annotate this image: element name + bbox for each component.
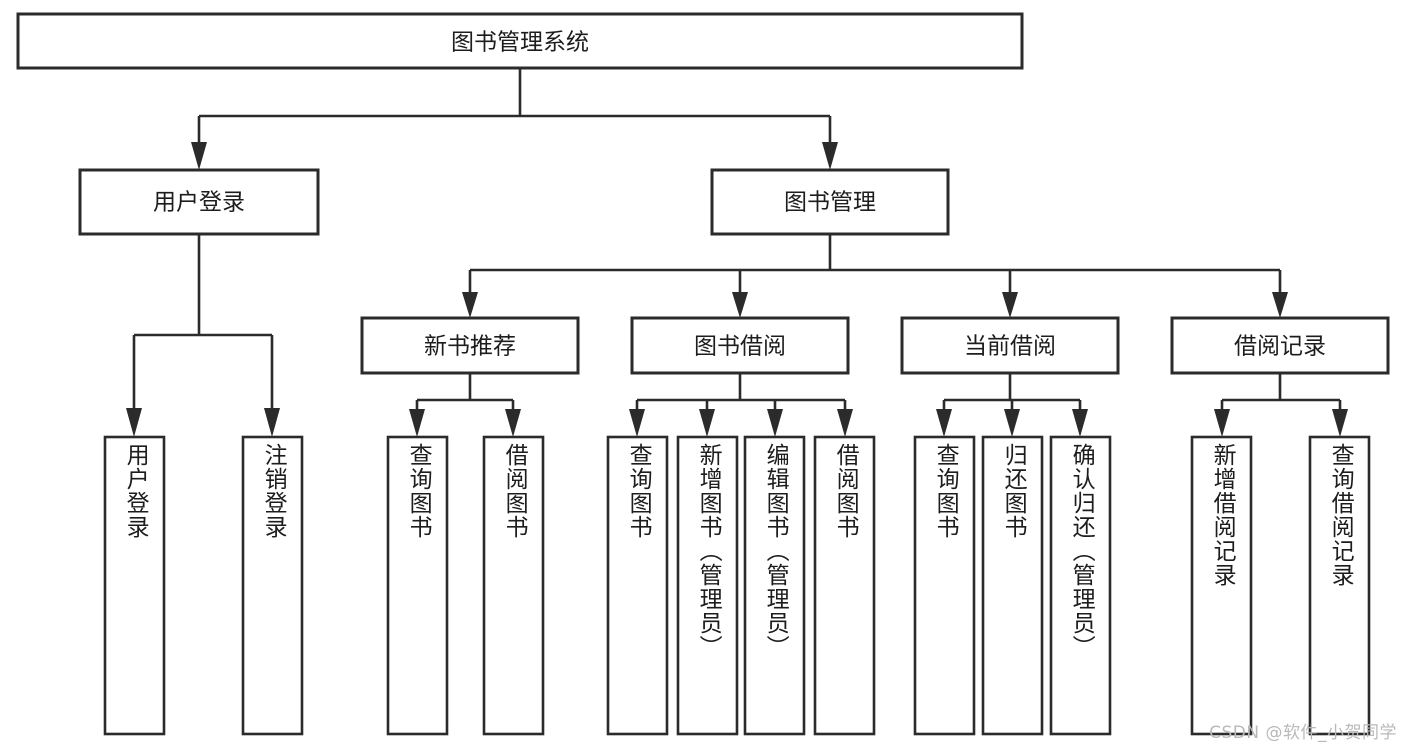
node-borrow-record[interactable]: 借阅记录 <box>1170 316 1390 375</box>
node-new-book-recommend-label: 新书推荐 <box>424 334 516 360</box>
arrow-head-leaf-user-login <box>126 408 142 437</box>
arrow-head-br-leaf-1 <box>1214 409 1230 437</box>
node-book-borrow-box[interactable] <box>630 316 850 375</box>
node-user-login-label: 用户登录 <box>153 190 245 216</box>
leaf-box-br-1[interactable] <box>1190 435 1253 736</box>
arrow-head-bb-leaf-4 <box>837 409 853 437</box>
arrow-head-book-borrow <box>732 292 748 318</box>
node-book-borrow-label: 图书借阅 <box>694 334 786 360</box>
leaf-box-bb-3[interactable] <box>743 435 806 736</box>
node-root-box[interactable] <box>16 12 1024 70</box>
leaf-box-nbr-1[interactable] <box>386 435 449 736</box>
node-user-login-box[interactable] <box>78 168 320 236</box>
node-book-manage-label: 图书管理 <box>784 190 876 216</box>
arrow-head-current-borrow <box>1002 292 1018 318</box>
node-new-book-recommend[interactable]: 新书推荐 <box>360 316 580 375</box>
leaf-box-cb-2[interactable] <box>981 435 1044 736</box>
arrow-head-bb-leaf-2 <box>699 409 715 437</box>
arrow-head-bb-leaf-1 <box>629 409 645 437</box>
arrow-head-br-leaf-2 <box>1332 409 1348 437</box>
node-book-manage-box[interactable] <box>710 168 950 236</box>
node-root-label: 图书管理系统 <box>451 30 589 56</box>
node-new-book-recommend-box[interactable] <box>360 316 580 375</box>
arrow-head-user-login <box>191 142 207 170</box>
leaf-box-bb-2[interactable] <box>676 435 739 736</box>
arrow-head-nbr-leaf-1 <box>409 409 425 437</box>
arrow-head-bb-leaf-3 <box>767 409 783 437</box>
leaf-box-bb-4[interactable] <box>813 435 876 736</box>
arrow-head-new-book <box>462 292 478 318</box>
leaf-box-user-login-1[interactable] <box>103 435 166 736</box>
leaf-box-cb-3[interactable] <box>1049 435 1112 736</box>
node-current-borrow-box[interactable] <box>900 316 1120 375</box>
node-borrow-record-label: 借阅记录 <box>1234 334 1326 360</box>
node-book-manage[interactable]: 图书管理 <box>710 168 950 236</box>
arrow-head-cb-leaf-2 <box>1004 409 1020 437</box>
arrow-head-book-manage <box>822 142 838 170</box>
arrow-head-cb-leaf-1 <box>936 409 952 437</box>
arrow-head-nbr-leaf-2 <box>505 409 521 437</box>
leaf-box-nbr-2[interactable] <box>482 435 545 736</box>
arrow-head-cb-leaf-3 <box>1072 409 1088 437</box>
node-current-borrow[interactable]: 当前借阅 <box>900 316 1120 375</box>
connector-layer <box>126 68 1348 437</box>
node-root[interactable]: 图书管理系统 <box>16 12 1024 70</box>
leaf-box-user-login-2[interactable] <box>241 435 304 736</box>
csdn-watermark: CSDN @软件_小贺同学 <box>1209 723 1397 743</box>
node-user-login[interactable]: 用户登录 <box>78 168 320 236</box>
arrow-head-borrow-record <box>1272 292 1288 318</box>
arrow-head-leaf-logout <box>264 408 280 437</box>
node-borrow-record-box[interactable] <box>1170 316 1390 375</box>
node-book-borrow[interactable]: 图书借阅 <box>630 316 850 375</box>
node-current-borrow-label: 当前借阅 <box>964 334 1056 360</box>
leaf-box-br-2[interactable] <box>1308 435 1371 736</box>
leaf-box-bb-1[interactable] <box>606 435 669 736</box>
leaf-box-cb-1[interactable] <box>913 435 976 736</box>
